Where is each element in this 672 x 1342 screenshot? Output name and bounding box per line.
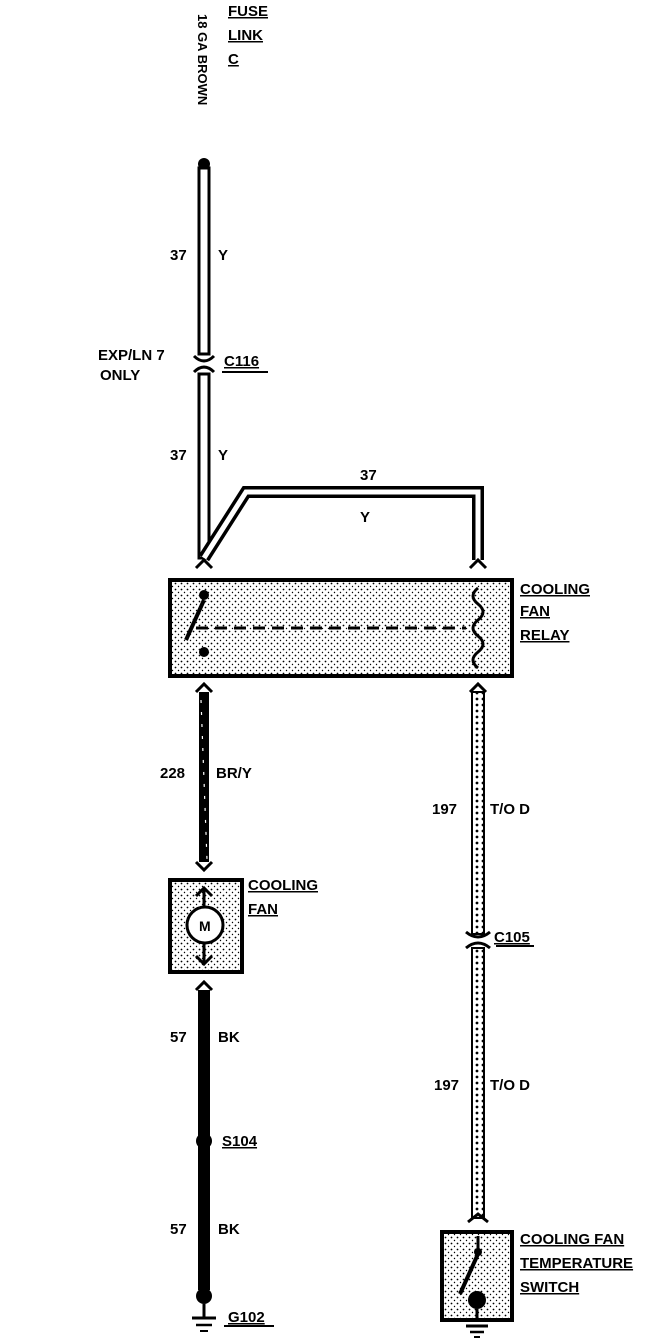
temp-switch-line2: TEMPERATURE: [520, 1255, 633, 1272]
wire-57-top-circuit: 57: [170, 1029, 187, 1046]
cooling-fan-relay: [168, 578, 514, 678]
wire-37-top-color: Y: [218, 247, 228, 264]
fan-label-line1: COOLING: [248, 877, 318, 894]
wire-37-mid-circuit: 37: [170, 447, 187, 464]
fuse-link-line3: C: [228, 51, 239, 68]
c116-note-line1: EXP/LN 7: [98, 347, 165, 364]
wire-197-top-circuit: 197: [432, 801, 457, 818]
fan-label-line2: FAN: [248, 901, 278, 918]
relay-label-line1: COOLING: [520, 581, 590, 598]
c116-label: C116: [224, 353, 259, 370]
wire-228: [194, 681, 214, 873]
cooling-fan: [168, 878, 244, 974]
wire-37-mid-color: Y: [218, 447, 228, 464]
wire-gauge-label: 18 GA BROWN: [195, 14, 210, 105]
ground-g102-symbol: [192, 1288, 274, 1332]
wire-197: [465, 681, 534, 1224]
wire-57: [194, 979, 214, 1290]
wire-37-upper: [197, 158, 211, 356]
wire-37-bridge-circuit: 37: [360, 467, 377, 484]
motor-symbol: M: [199, 918, 211, 934]
wire-197-bottom-color: T/O D: [490, 1077, 530, 1094]
wire-57-bottom-color: BK: [218, 1221, 240, 1238]
relay-label-line2: FAN: [520, 603, 550, 620]
c116-note-line2: ONLY: [100, 367, 140, 384]
wire-37-top-circuit: 37: [170, 247, 187, 264]
wire-228-color: BR/Y: [216, 765, 252, 782]
wire-57-bottom-circuit: 57: [170, 1221, 187, 1238]
wire-197-bottom-circuit: 197: [434, 1077, 459, 1094]
connector-c116-symbol: [192, 354, 268, 374]
g102-label: G102: [228, 1309, 265, 1326]
cooling-fan-temperature-switch: [440, 1230, 514, 1338]
c105-label: C105: [494, 929, 530, 946]
fuse-link-line2: LINK: [228, 27, 263, 44]
wire-228-circuit: 228: [160, 765, 185, 782]
wire-57-top-color: BK: [218, 1029, 240, 1046]
wire-37-bridge-color: Y: [360, 509, 370, 526]
temp-switch-line1: COOLING FAN: [520, 1231, 624, 1248]
s104-label: S104: [222, 1133, 258, 1150]
relay-label-line3: RELAY: [520, 627, 569, 644]
wire-37-lower: [194, 372, 488, 570]
temp-switch-line3: SWITCH: [520, 1279, 579, 1296]
wire-197-top-color: T/O D: [490, 801, 530, 818]
fuse-link-line1: FUSE: [228, 3, 268, 20]
